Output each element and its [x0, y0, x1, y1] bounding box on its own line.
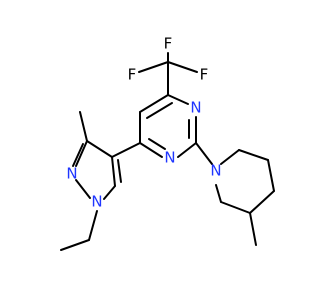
pyrimidine-bond-3-double: [148, 138, 166, 150]
pyrazole-bond-5: [111, 156, 116, 187]
piperidine-bond-2: [238, 149, 269, 161]
pyrazole-bond-4: [103, 185, 116, 200]
pyrimidine-nitrogen-bottom: N: [164, 149, 175, 167]
pyrimidine-piperidine-bond: [195, 142, 213, 165]
fluorine-atom-right: F: [200, 66, 209, 84]
piperidine-bond-5: [220, 201, 251, 214]
pyrimidine-bond-4: [177, 142, 197, 158]
methyl-on-piperidine: [249, 212, 257, 246]
pyrimidine-bond-3: [139, 142, 163, 158]
piperidine-bond-1: [220, 149, 240, 165]
c-f-right-bond: [167, 61, 198, 73]
fluorine-atom-left: F: [128, 66, 137, 84]
pyrazole-nitrogen-bottom: N: [91, 193, 102, 211]
piperidine-bond-4: [249, 190, 275, 214]
fluorine-atom-top: F: [164, 35, 173, 53]
pyrimidine-nitrogen-top: N: [190, 99, 201, 117]
ethyl-bond-2: [60, 239, 90, 251]
pyrimidine-bond-1-double: [146, 102, 173, 119]
pyrazole-bond-5-double: [117, 159, 122, 183]
molecule-drawing: F F F N N N N N: [60, 35, 275, 251]
piperidine-nitrogen: N: [210, 162, 221, 180]
pyrazole-nitrogen-left: N: [66, 165, 77, 183]
pyrazole-bond-3: [75, 179, 91, 199]
pyrazole-bond-1: [86, 140, 113, 158]
piperidine-bond-3: [267, 159, 275, 192]
piperidine-bond-6: [215, 184, 222, 203]
ethyl-bond-1: [88, 210, 98, 241]
methyl-on-pyrazole: [79, 111, 88, 142]
structure-diagram: F F F N N N N N: [60, 34, 275, 251]
c-f-left-bond: [138, 61, 169, 73]
pyrazole-bond-2-double: [72, 143, 84, 167]
pyrazole-bond-2: [75, 140, 88, 167]
pyrimidine-bond-1: [139, 94, 169, 113]
pyrimidine-pyrazole-bond: [111, 142, 141, 158]
pyrimidine-bond-6: [167, 94, 189, 105]
